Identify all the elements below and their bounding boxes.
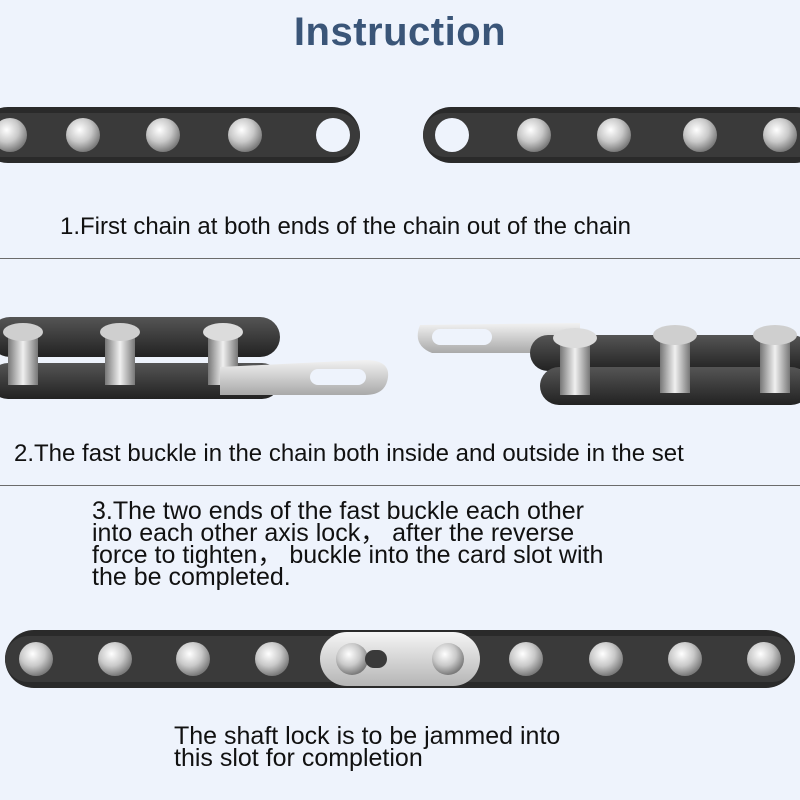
step-3-line: into each other axis lock， after the rev…	[92, 519, 575, 547]
step-3-line: force to tighten， buckle into the card s…	[92, 541, 604, 569]
completion-note: The shaft lock is to be jammed into this…	[174, 722, 561, 772]
master-link-insert-illustration	[0, 317, 800, 405]
chain-split-illustration	[0, 107, 800, 163]
completed-chain-illustration	[5, 630, 795, 688]
completion-note-line: The shaft lock is to be jammed into	[174, 722, 561, 750]
page-title: Instruction	[293, 10, 507, 54]
divider-1	[0, 258, 800, 259]
chain-right-with-pins	[417, 323, 800, 405]
step-3-line: the be completed.	[92, 563, 291, 591]
completion-note-line: this slot for completion	[174, 744, 423, 772]
step-3-text: 3.The two ends of the fast buckle each o…	[92, 497, 604, 591]
step-3-line: 3.The two ends of the fast buckle each o…	[92, 497, 584, 525]
chain-left-segment	[0, 107, 360, 163]
master-link	[320, 632, 480, 686]
chain-left-with-pins	[0, 317, 389, 399]
chain-right-segment	[423, 107, 800, 163]
step-2-text: 2.The fast buckle in the chain both insi…	[14, 440, 684, 467]
step-1-text: 1.First chain at both ends of the chain …	[60, 213, 632, 240]
divider-2	[0, 485, 800, 486]
